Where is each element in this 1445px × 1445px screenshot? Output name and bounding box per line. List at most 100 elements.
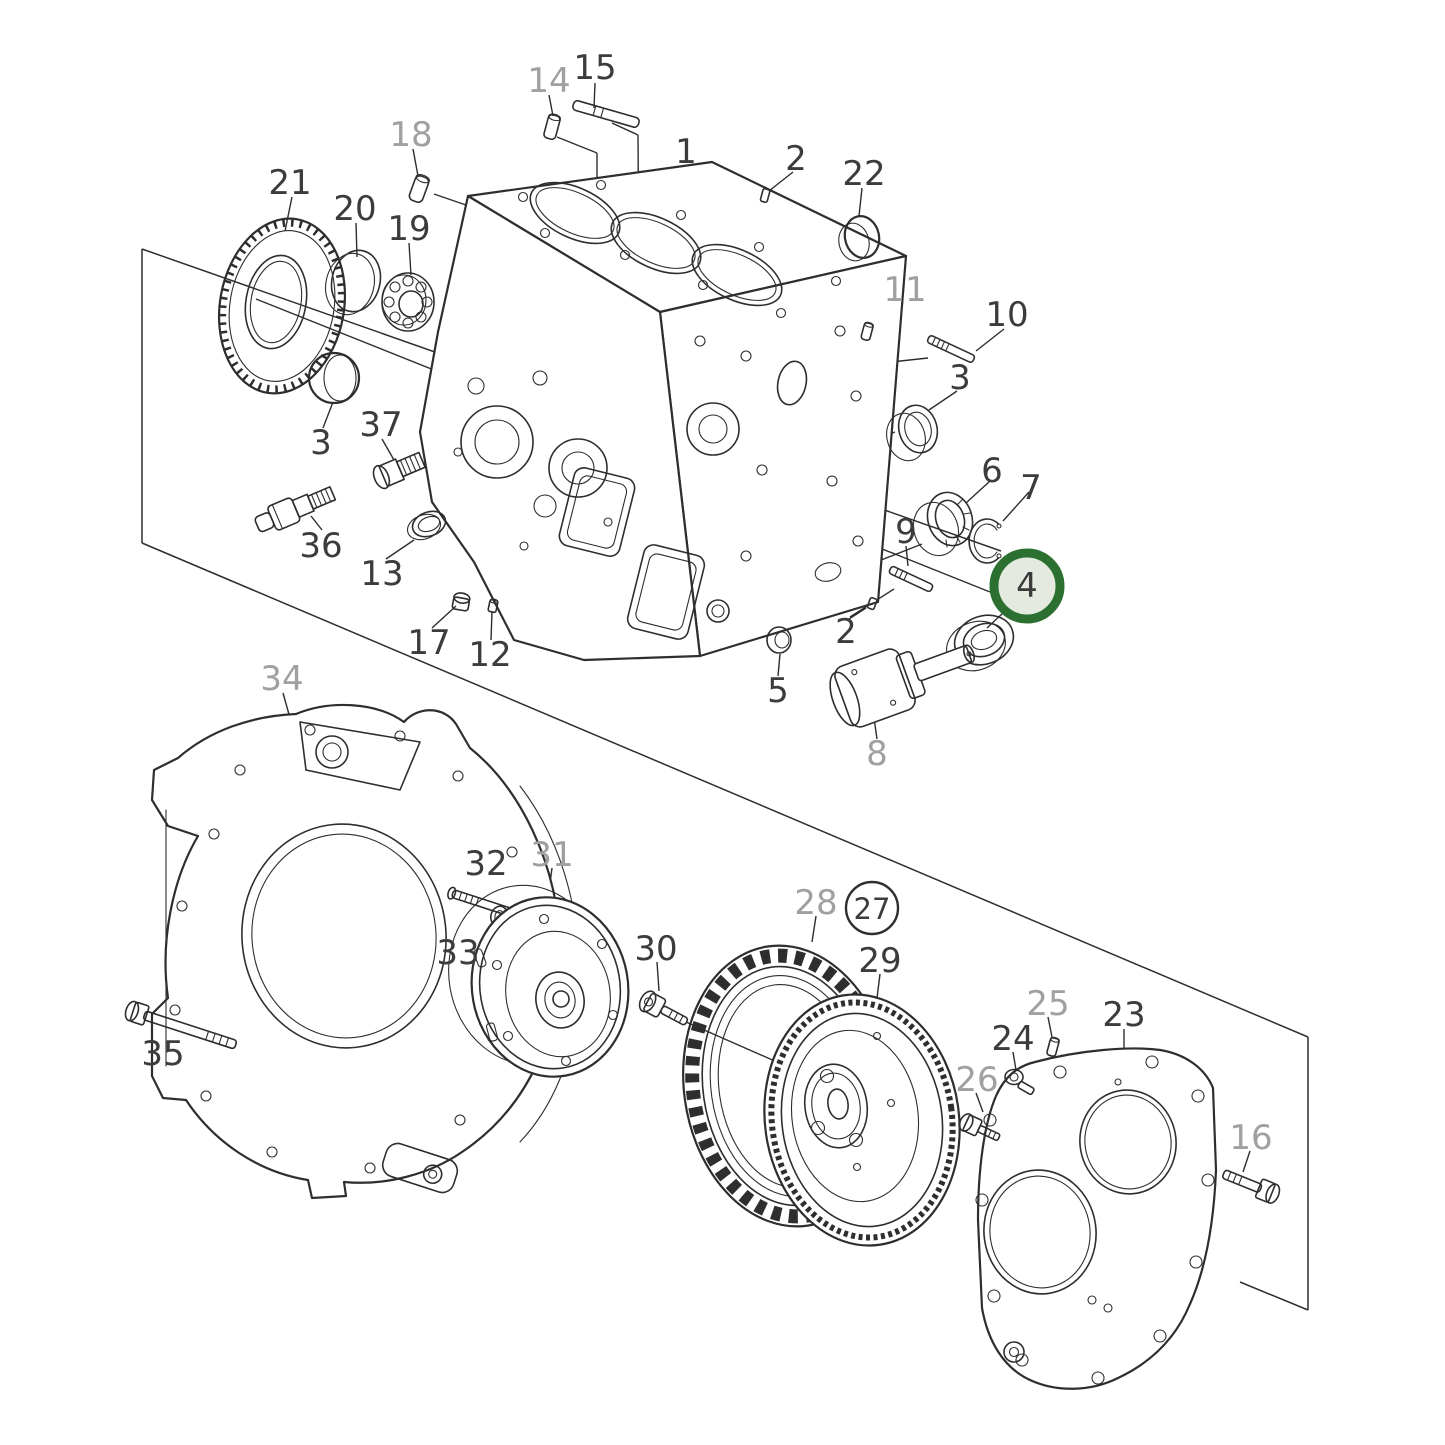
part-number-text: 35 (141, 1034, 184, 1074)
part-number-text: 22 (842, 154, 885, 194)
part-number-text: 2 (785, 139, 807, 179)
part-number-text: 8 (866, 734, 888, 774)
part-number-text: 23 (1102, 995, 1145, 1035)
group-frame-line (141, 542, 1309, 1038)
part-number-text: 2 (835, 612, 857, 652)
leader-line (412, 148, 419, 177)
leader-line (408, 242, 412, 276)
part-label-31[interactable]: 31 (530, 835, 573, 875)
part-number-text: 6 (981, 451, 1003, 491)
flywheel-29-drawing (763, 993, 961, 1247)
part-label-7[interactable]: 7 (1020, 468, 1042, 508)
leader-line (1002, 491, 1030, 522)
part-label-33[interactable]: 33 (436, 933, 479, 973)
part-number-text: 33 (436, 933, 479, 973)
leader-line (965, 480, 991, 504)
seal-13-drawing (406, 510, 447, 541)
part-label-5[interactable]: 5 (767, 671, 789, 711)
part-label-26[interactable]: 26 (955, 1060, 998, 1100)
leader-line (593, 82, 596, 109)
part-label-17[interactable]: 17 (407, 623, 450, 663)
part-label-2[interactable]: 2 (785, 139, 807, 179)
part-label-15[interactable]: 15 (573, 48, 616, 88)
leader-line (355, 222, 358, 258)
bolt-30-drawing (638, 990, 689, 1026)
part-label-10[interactable]: 10 (985, 295, 1028, 335)
part-label-25[interactable]: 25 (1026, 984, 1069, 1024)
damper-31-drawing (448, 884, 630, 1078)
bushing-5-drawing (766, 626, 792, 654)
part-label-19[interactable]: 19 (387, 209, 430, 249)
part-label-13[interactable]: 13 (360, 554, 403, 594)
leader-line (381, 438, 395, 461)
part-label-1[interactable]: 1 (675, 132, 697, 172)
part-label-24[interactable]: 24 (991, 1019, 1034, 1059)
leader-line (986, 611, 1005, 629)
leader-line (848, 607, 867, 620)
part-label-36[interactable]: 36 (299, 526, 342, 566)
part-label-29[interactable]: 29 (858, 941, 901, 981)
pin-2-lower-drawing (866, 596, 878, 611)
part-label-20[interactable]: 20 (333, 189, 376, 229)
part-number-text: 4 (1016, 566, 1038, 606)
part-number-text: 28 (794, 883, 837, 923)
part-number-text: 5 (767, 671, 789, 711)
part-number-text: 18 (389, 115, 432, 155)
part-label-32[interactable]: 32 (464, 844, 507, 884)
part-label-18[interactable]: 18 (389, 115, 432, 155)
part-label-12[interactable]: 12 (468, 635, 511, 675)
bolt-35-drawing (124, 1000, 238, 1050)
leader-line (322, 401, 334, 429)
bushing-3-right-drawing (886, 404, 939, 462)
part-label-34[interactable]: 34 (260, 659, 303, 699)
part-label-35[interactable]: 35 (141, 1034, 184, 1074)
part-label-11[interactable]: 11 (883, 270, 926, 310)
stud-10-drawing (926, 334, 976, 364)
part-label-14[interactable]: 14 (527, 61, 570, 101)
stud-15-drawing (572, 99, 640, 129)
part-label-21[interactable]: 21 (268, 163, 311, 203)
part-label-22[interactable]: 22 (842, 154, 885, 194)
rear-seal-carrier-21-drawing (217, 217, 347, 395)
part-label-9[interactable]: 9 (895, 512, 917, 552)
part-label-4[interactable]: 4 (989, 548, 1065, 624)
fitting-37-drawing (372, 451, 426, 490)
part-label-28[interactable]: 28 (794, 883, 837, 923)
leader-line (490, 611, 493, 641)
cup-plug-22-drawing (838, 215, 881, 262)
leader-line (431, 605, 457, 629)
part-number-text: 36 (299, 526, 342, 566)
leader-line (858, 187, 863, 217)
part-number-text: 34 (260, 659, 303, 699)
gasket-20-drawing (324, 249, 382, 316)
leader-line (975, 1092, 984, 1113)
flywheel-housing-drawing (150, 703, 580, 1200)
part-number-text: 3 (310, 423, 332, 463)
group-frame-line (1239, 1281, 1309, 1311)
leader-line (611, 122, 639, 136)
part-number-text: 24 (991, 1019, 1034, 1059)
part-label-6[interactable]: 6 (981, 451, 1003, 491)
snap-ring-7-drawing (968, 518, 1002, 564)
leader-line (385, 539, 415, 560)
part-label-37[interactable]: 37 (359, 405, 402, 445)
part-label-8[interactable]: 8 (866, 734, 888, 774)
bolt-16-drawing (1222, 1169, 1281, 1204)
leader-line (548, 94, 554, 117)
part-label-3[interactable]: 3 (310, 423, 332, 463)
leader-line (975, 328, 1005, 352)
part-number-text: 15 (573, 48, 616, 88)
part-label-2[interactable]: 2 (835, 612, 857, 652)
pin-11-drawing (860, 321, 874, 342)
leader-line (1047, 1016, 1053, 1038)
leader-line (876, 973, 881, 999)
part-label-16[interactable]: 16 (1229, 1118, 1272, 1158)
part-label-3[interactable]: 3 (949, 358, 971, 398)
part-label-23[interactable]: 23 (1102, 995, 1145, 1035)
part-label-27[interactable]: 27 (844, 880, 900, 936)
part-label-30[interactable]: 30 (634, 929, 677, 969)
part-number-text: 9 (895, 512, 917, 552)
leader-line (811, 915, 817, 943)
part-number-text: 32 (464, 844, 507, 884)
